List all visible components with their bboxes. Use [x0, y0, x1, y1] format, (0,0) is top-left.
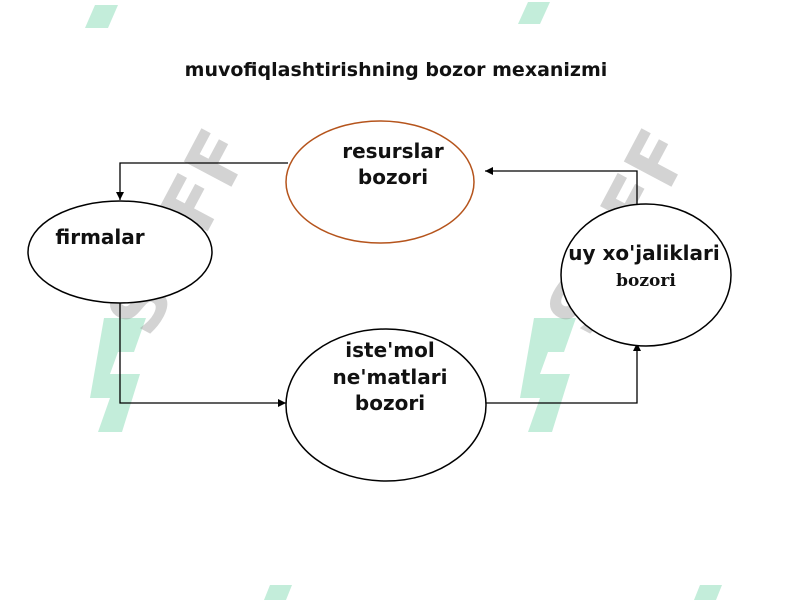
node-firmalar: firmalar: [27, 200, 213, 304]
node-istemol-nematlari-bozori: iste'mol ne'matlari bozori: [285, 328, 487, 482]
diagram-title: muvofiqlashtirishning bozor mexanizmi: [185, 59, 608, 81]
edge-firmalar-to-istemol: [119, 303, 286, 407]
connectors: [116, 162, 641, 407]
node-uy-line2: bozori: [616, 271, 676, 291]
node-resurslar-line1: resurslar: [342, 139, 444, 163]
node-uy-shape: [560, 203, 732, 347]
node-istemol-line2: ne'matlari: [333, 365, 448, 389]
node-istemol-shape: [285, 328, 487, 482]
node-firmalar-shape: [27, 200, 213, 304]
node-firmalar-line1: firmalar: [55, 225, 144, 249]
node-istemol-line1: iste'mol: [345, 338, 434, 362]
node-uy-xojaliklari-bozori: uy xo'jaliklari bozori: [560, 203, 732, 347]
edge-istemol-to-uy: [486, 343, 641, 404]
node-uy-line1: uy xo'jaliklari: [568, 241, 719, 265]
node-resurslar-line2: bozori: [358, 165, 428, 189]
node-resurslar-bozori: resurslar bozori: [285, 120, 475, 244]
soff-logo-icon: [85, 2, 722, 600]
node-istemol-line3: bozori: [355, 391, 425, 415]
edge-uy-to-resurslar: [485, 167, 638, 207]
edge-resurslar-to-firmalar: [116, 162, 288, 200]
node-resurslar-shape: [285, 120, 475, 244]
